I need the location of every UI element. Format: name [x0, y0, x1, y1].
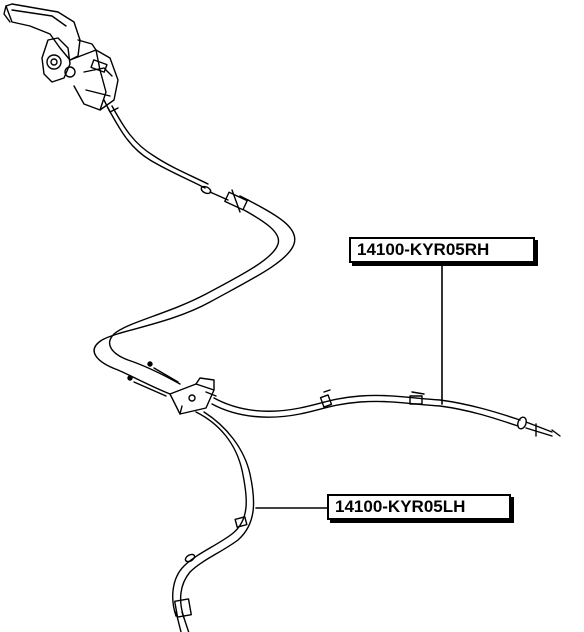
cable-routing-tube [93, 199, 296, 397]
rh-part-number-label: 14100-KYR05RH [349, 237, 535, 263]
equalizer-bracket [169, 377, 217, 415]
hand-brake-lever [3, 3, 119, 113]
lh-rear-cable [172, 411, 255, 632]
rh-rear-cable [211, 389, 561, 437]
lh-part-number-label: 14100-KYR05LH [327, 494, 511, 520]
front-cable [107, 105, 249, 213]
